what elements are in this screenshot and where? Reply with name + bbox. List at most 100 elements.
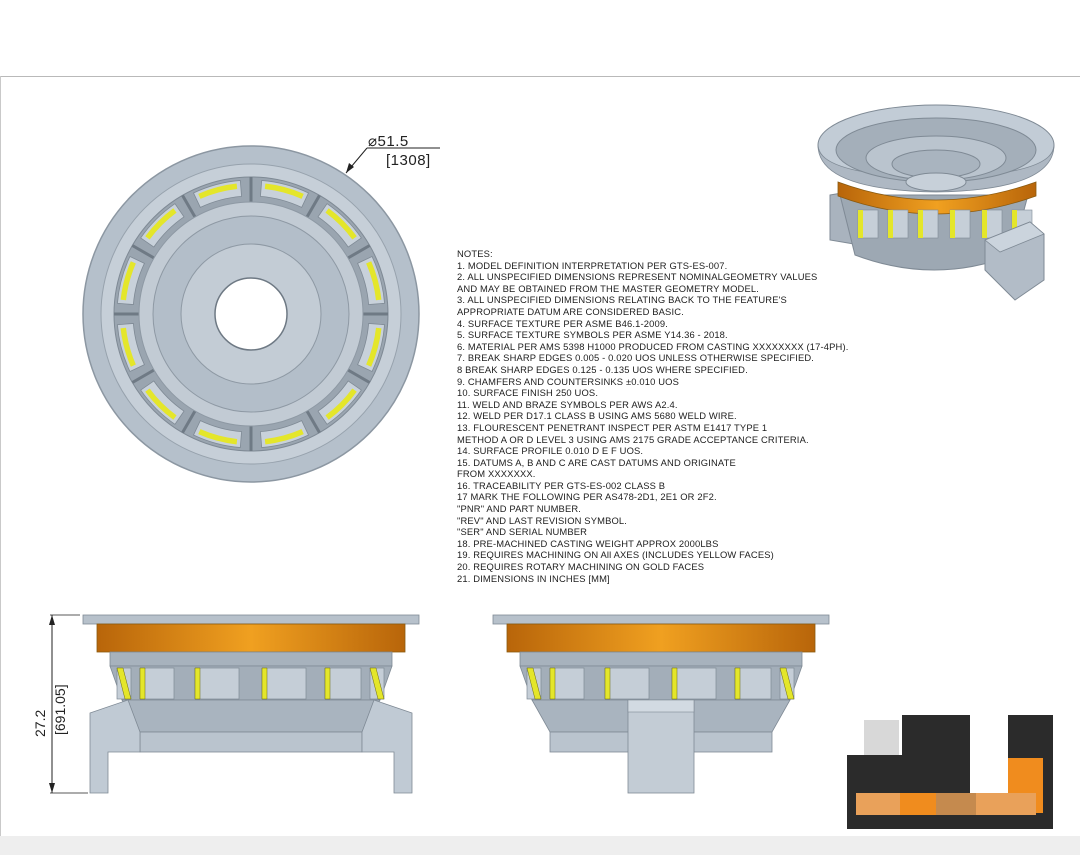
iso-yellow-face <box>858 210 863 238</box>
center-bore <box>214 277 288 351</box>
note-line: 20. REQUIRES ROTARY MACHINING ON GOLD FA… <box>457 561 705 573</box>
iso-foot-right-top <box>984 221 1045 253</box>
front-top-flange <box>82 614 420 625</box>
note-line: 8 BREAK SHARP EDGES 0.125 - 0.135 UOS WH… <box>457 363 748 375</box>
elevation-window <box>734 667 772 700</box>
elevation-yellow-face <box>116 667 132 700</box>
yellow-face <box>120 327 136 367</box>
elevation-yellow-face <box>549 667 556 700</box>
height-arrow-top <box>49 615 55 625</box>
elevation-yellow-face <box>604 667 611 700</box>
window-slots <box>114 177 388 451</box>
thumb-strip-orange <box>900 793 936 815</box>
side-top-flange <box>492 614 830 625</box>
elevation-yellow-face <box>369 667 385 700</box>
note-line: 11. WELD AND BRAZE SYMBOLS PER AWS A2.4. <box>457 398 678 410</box>
elevation-yellow-face <box>779 667 795 700</box>
note-line: FROM XXXXXXX. <box>457 468 536 480</box>
elevation-yellow-face <box>671 667 678 700</box>
yellow-face <box>120 261 136 301</box>
note-line: 21. DIMENSIONS IN INCHES [MM] <box>457 572 610 584</box>
notes-heading: NOTES: <box>457 248 493 259</box>
yellow-face <box>145 208 177 240</box>
note-line: 1. MODEL DEFINITION INTERPRETATION PER G… <box>457 259 728 271</box>
elevation-yellow-face <box>324 667 331 700</box>
note-line: 12. WELD PER D17.1 CLASS B USING AMS 568… <box>457 410 737 422</box>
thumb-strip-brown <box>936 793 976 815</box>
yellow-face <box>325 208 357 240</box>
front-foot-left <box>89 699 141 794</box>
elevation-window <box>194 667 240 700</box>
yellow-face <box>264 183 304 199</box>
note-line: 19. REQUIRES MACHINING ON All AXES (INCL… <box>457 549 774 561</box>
elevation-yellow-face <box>261 667 268 700</box>
note-line: "SER" AND SERIAL NUMBER <box>457 526 588 538</box>
height-arrow-bottom <box>49 783 55 793</box>
elevation-yellow-face <box>139 667 146 700</box>
iso-yellow-face <box>1012 210 1017 238</box>
notes-list: 1. MODEL DEFINITION INTERPRETATION PER G… <box>457 260 917 585</box>
iso-yellow-face <box>982 210 987 238</box>
front-upper-ring <box>109 651 393 667</box>
note-line: 3. ALL UNSPECIFIED DIMENSIONS RELATING B… <box>457 294 787 306</box>
yellow-face <box>366 261 382 301</box>
diameter-symbol: ⌀ <box>368 133 378 150</box>
rib <box>131 244 155 260</box>
diameter-mm-label: [1308] <box>386 152 431 169</box>
note-line: METHOD A OR D LEVEL 3 USING AMS 2175 GRA… <box>457 433 809 445</box>
yellow-face <box>264 429 304 445</box>
note-line: 15. DATUMS A, B AND C ARE CAST DATUMS AN… <box>457 456 736 468</box>
elevation-window <box>261 667 307 700</box>
elevation-window <box>549 667 585 700</box>
side-gold-band <box>506 623 816 653</box>
front-cone <box>121 699 381 733</box>
yellow-face <box>325 388 357 420</box>
rib <box>181 410 197 434</box>
height-mm-label: [691.05] <box>52 684 68 735</box>
note-line: 4. SURFACE TEXTURE PER ASME B46.1-2009. <box>457 317 668 329</box>
elevation-window <box>139 667 175 700</box>
note-line: 9. CHAMFERS AND COUNTERSINKS ±0.010 UOS <box>457 375 679 387</box>
diameter-arrowhead <box>346 163 354 173</box>
rib <box>305 194 321 218</box>
note-line: 7. BREAK SHARP EDGES 0.005 - 0.020 UOS U… <box>457 352 815 364</box>
note-line: 2. ALL UNSPECIFIED DIMENSIONS REPRESENT … <box>457 271 818 283</box>
note-line: "PNR" AND PART NUMBER. <box>457 503 582 515</box>
bottom-band <box>0 836 1080 855</box>
side-foot-top <box>627 699 695 713</box>
front-foot-right <box>361 699 413 794</box>
diameter-inches: 51.5 <box>377 133 409 150</box>
side-windows <box>526 667 795 700</box>
note-line: 5. SURFACE TEXTURE SYMBOLS PER ASME Y14.… <box>457 329 728 341</box>
thumb-block-gray <box>864 720 899 755</box>
side-upper-ring <box>519 651 803 667</box>
yellow-face <box>366 327 382 367</box>
top-view <box>82 145 440 483</box>
note-line: APPROPRIATE DATUM ARE CONSIDERED BASIC. <box>457 305 684 317</box>
elevation-yellow-face <box>194 667 201 700</box>
yellow-face <box>198 183 238 199</box>
note-line: 17 MARK THE FOLLOWING PER AS478-2D1, 2E1… <box>457 491 717 503</box>
front-view <box>49 614 420 794</box>
elevation-window <box>604 667 650 700</box>
front-windows <box>116 667 385 700</box>
sheet-top-border <box>0 76 1080 77</box>
rib <box>181 194 197 218</box>
height-inches-label: 27.2 <box>32 709 48 737</box>
isometric-view <box>817 104 1055 301</box>
thumb-block-white-2 <box>970 715 1008 793</box>
note-line: 13. FLOURESCENT PENETRANT INSPECT PER AS… <box>457 421 768 433</box>
elevation-window <box>671 667 717 700</box>
yellow-face <box>145 388 177 420</box>
top-blank-band <box>0 0 1080 76</box>
iso-bore <box>905 172 967 192</box>
elevation-window <box>324 667 362 700</box>
rib <box>347 244 371 260</box>
note-line: 6. MATERIAL PER AMS 5398 H1000 PRODUCED … <box>457 340 849 352</box>
corner-thumbnail-image <box>847 715 1053 829</box>
side-foot-center <box>627 699 695 794</box>
side-view <box>492 614 830 794</box>
iso-yellow-face <box>950 210 955 238</box>
rib <box>131 368 155 384</box>
